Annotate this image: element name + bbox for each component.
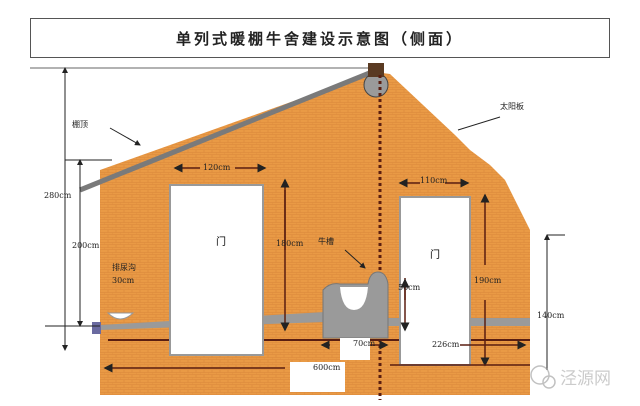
dim-inner-span: 226cm xyxy=(432,340,460,349)
dim-door-left-width: 120cm xyxy=(203,163,231,172)
dim-front-wall-height: 140cm xyxy=(537,311,565,320)
diagram-title: 单列式暖棚牛舍建设示意图（侧面） xyxy=(30,18,610,58)
roof-label: 棚顶 xyxy=(72,119,88,129)
dim-trough-height: 50cm xyxy=(398,283,421,292)
dim-trough-width: 70cm xyxy=(353,339,376,348)
door-left xyxy=(169,184,264,356)
dim-door-right-width: 110cm xyxy=(420,176,448,185)
watermark-text: 泾源网 xyxy=(560,369,611,389)
dim-ditch-width: 30cm xyxy=(112,276,135,285)
dim-door-left-height: 180cm xyxy=(276,239,304,248)
dim-wall-height: 200cm xyxy=(72,241,100,250)
watermark: 泾源网 xyxy=(530,365,611,389)
door-right xyxy=(399,196,471,366)
door-left-label: 门 xyxy=(216,235,226,248)
roof-edge xyxy=(79,69,373,193)
wechat-icon xyxy=(530,365,550,385)
trough-label: 牛槽 xyxy=(318,236,334,246)
door-right-label: 门 xyxy=(430,248,440,261)
dim-total-length: 600cm xyxy=(313,363,341,372)
urine-ditch-label: 排尿沟 xyxy=(112,262,136,272)
dim-total-height: 280cm xyxy=(44,191,72,200)
solar-panel-label: 太阳板 xyxy=(500,101,524,111)
dim-door-right-height: 190cm xyxy=(474,276,502,285)
urine-ditch xyxy=(106,312,135,320)
